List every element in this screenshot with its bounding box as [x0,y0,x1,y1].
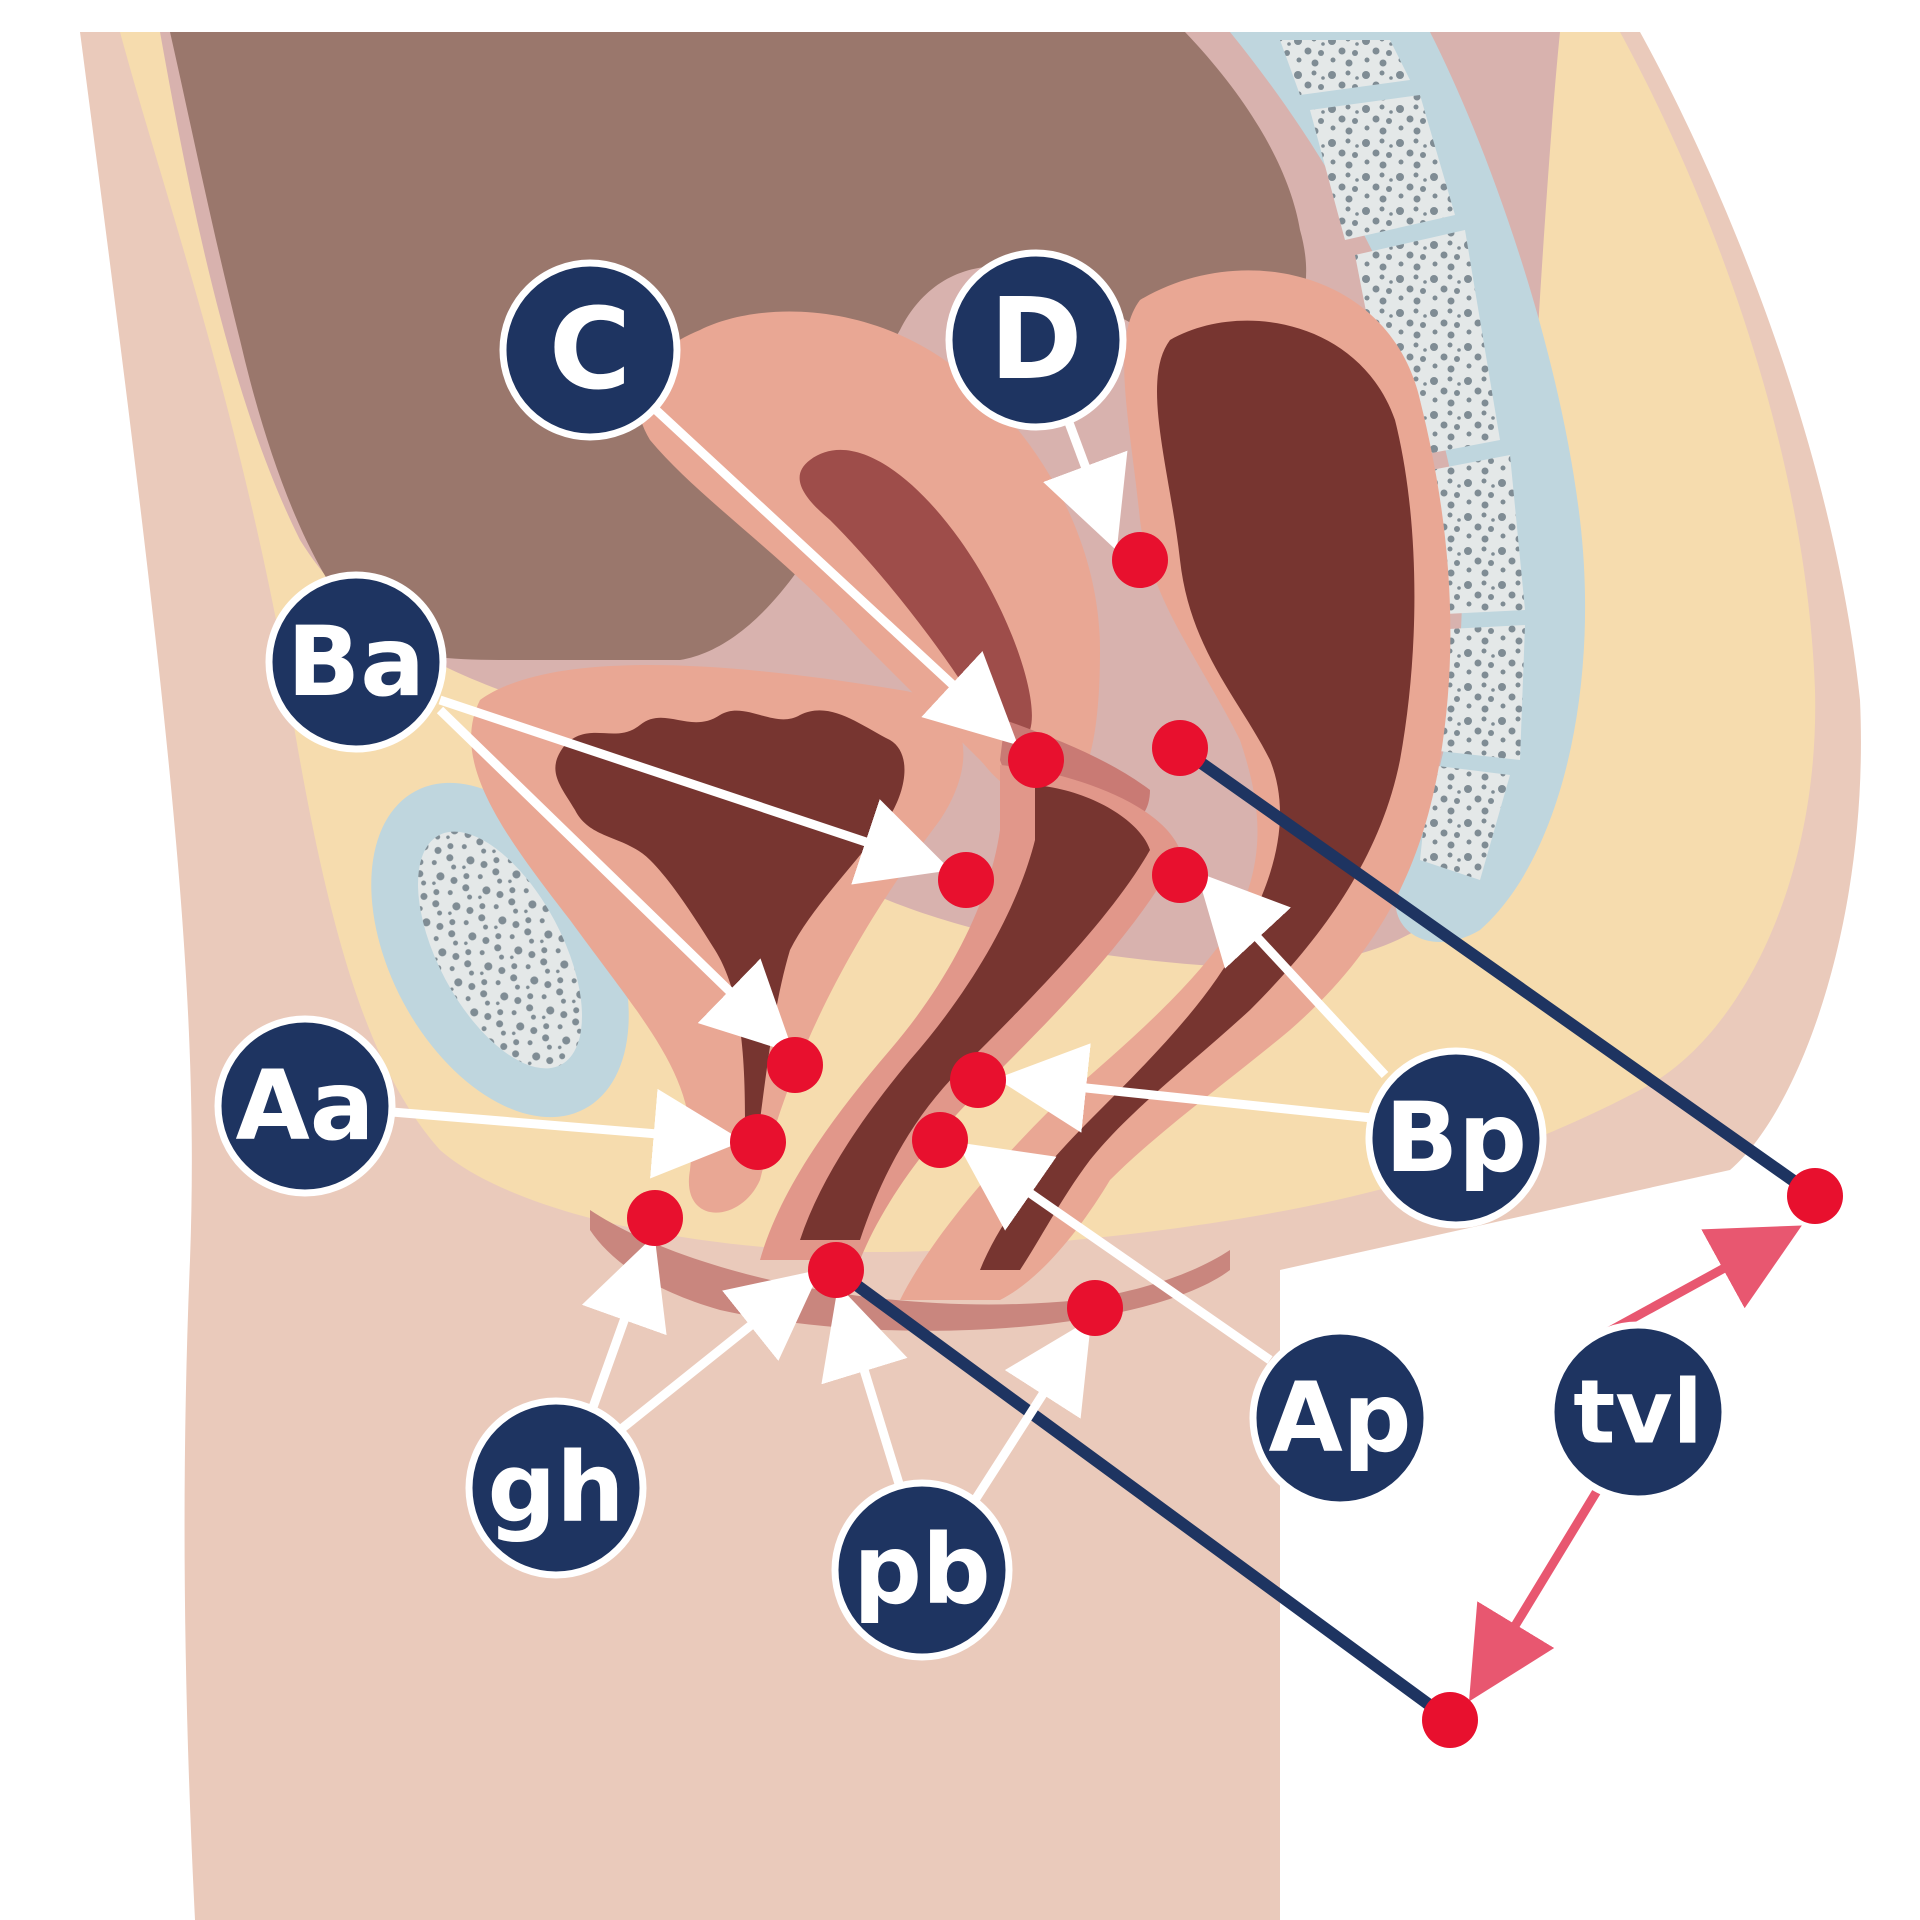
label-bp: Bp [1365,1047,1547,1229]
label-d-circle [945,249,1127,431]
point-bp [950,1052,1006,1108]
vertebra-2 [1310,95,1455,240]
tvl-arrow-down [1468,1483,1604,1702]
label-ap-circle [1249,1327,1431,1509]
label-aa: Aa [214,1015,396,1197]
label-d-text: D [990,275,1083,405]
label-bp-circle [1365,1047,1547,1229]
arrow-gh-1 [581,1235,667,1412]
point-tvl-top [1787,1168,1843,1224]
bladder [471,665,964,1213]
vertebra-1 [1280,40,1410,95]
label-pb-circle [831,1479,1013,1661]
vagina [760,765,1180,1260]
label-ba-text: Ba [287,606,425,718]
label-c: C [499,259,681,441]
label-ap: Ap [1249,1327,1431,1509]
point-labels: C D Ba Aa Bp Ap gh pb [214,249,1729,1661]
arrow-ba-1 [438,695,951,885]
label-gh-text: gh [487,1432,624,1544]
arrow-ba-2 [436,706,794,1054]
point-ba [938,852,994,908]
arrow-pb-1 [821,1285,908,1489]
rectum [900,270,1451,1300]
measurement-lines [830,742,1821,1726]
arrow-bp-1 [996,1043,1373,1133]
label-bp-text: Bp [1385,1082,1527,1194]
tvl-upper-line [1174,742,1821,1202]
label-ba-circle [265,571,447,753]
arrow-aa [391,1088,744,1179]
arrow-pb-2 [971,1318,1092,1503]
label-tvl-text: tvl [1573,1361,1703,1464]
arrow-c [652,406,1018,746]
label-gh-circle [465,1397,647,1579]
vertebra-6 [1420,765,1510,880]
point-pb-right [1067,1280,1123,1336]
point-ap [912,1112,968,1168]
point-pb [808,1242,864,1298]
vertebra-5 [1430,625,1525,760]
tvl-lower-line [830,1264,1456,1726]
point-bp-lower [1152,847,1208,903]
label-pb: pb [831,1479,1013,1661]
pointer-arrows [391,406,1389,1503]
label-c-circle [499,259,681,441]
label-aa-circle [214,1015,396,1197]
point-aa [730,1114,786,1170]
point-ba-lower [767,1037,823,1093]
label-c-text: C [549,285,631,415]
arrow-gh-2 [617,1269,821,1434]
point-bp-upper [1152,720,1208,776]
arrow-d [1043,418,1128,551]
arrow-bp-2 [1196,872,1389,1079]
label-pb-text: pb [853,1514,990,1626]
arrow-ap [956,1142,1273,1364]
label-aa-text: Aa [235,1050,374,1162]
label-ap-text: Ap [1268,1362,1411,1474]
point-d [1112,532,1168,588]
measurement-points [627,532,1843,1748]
label-d: D [945,249,1127,431]
point-c [1008,732,1064,788]
label-tvl: tvl [1547,1321,1729,1503]
point-gh [627,1190,683,1246]
label-tvl-circle [1547,1321,1729,1503]
label-ba: Ba [265,571,447,753]
label-gh: gh [465,1397,647,1579]
point-tvl-bottom [1422,1692,1478,1748]
